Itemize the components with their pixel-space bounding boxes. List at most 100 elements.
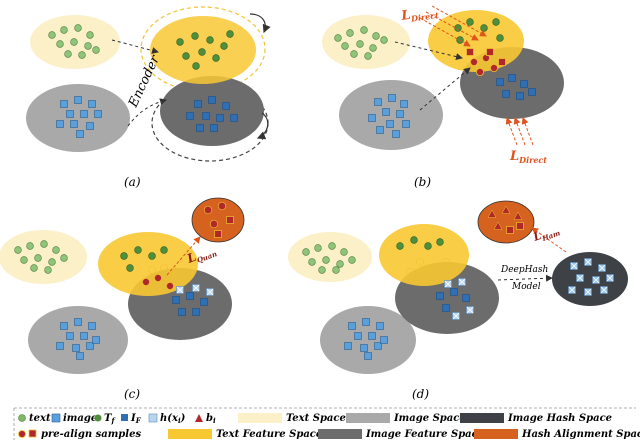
image-space-ellipse (320, 306, 416, 374)
legend-text-space-swatch (238, 413, 282, 423)
dot (336, 260, 344, 268)
square (368, 114, 376, 122)
legend-tf-dot (94, 414, 102, 422)
square (200, 298, 208, 306)
legend-image-space-swatch (346, 413, 390, 423)
square (86, 122, 94, 130)
dot (396, 242, 404, 250)
image-feature-squares (172, 284, 214, 316)
hash-outline (173, 271, 182, 280)
square (76, 352, 84, 360)
dot (380, 36, 388, 44)
square (186, 292, 194, 300)
legend-image-square (51, 413, 61, 423)
text-dots (334, 26, 388, 60)
square (344, 342, 352, 350)
text-feature-dots (454, 18, 504, 44)
square (202, 112, 210, 120)
pre-align-samples (141, 263, 182, 290)
square (442, 304, 450, 312)
image-hash-codes (568, 258, 614, 296)
panel-d: DeepHash Model LHam (d) (288, 200, 628, 401)
square (74, 96, 82, 104)
dot (212, 54, 220, 62)
dot (492, 18, 500, 26)
loss-ham: LHam (531, 223, 562, 246)
square (72, 344, 80, 352)
dot (30, 264, 38, 272)
dot (182, 52, 190, 60)
hash-cross (570, 262, 578, 270)
square (60, 322, 68, 330)
square (392, 130, 400, 138)
hash-cross (452, 312, 460, 320)
square (374, 98, 382, 106)
prealign-dot (469, 58, 478, 67)
legend-hx-square (148, 413, 158, 423)
square (210, 124, 218, 132)
triangle (487, 209, 497, 218)
text-feature-dots (176, 30, 234, 70)
legend-text-feature-space-label: Text Feature Space (216, 429, 322, 440)
loop-arrow-bottom (256, 112, 269, 140)
dot (369, 44, 377, 52)
triangle (501, 205, 511, 214)
dot (40, 240, 48, 248)
image-feature-squares (186, 96, 238, 132)
dot (26, 242, 34, 250)
square (388, 94, 396, 102)
hash-square (506, 226, 514, 234)
dot (48, 31, 56, 39)
dot (34, 254, 42, 262)
deephash-model-line1: DeepHash (500, 265, 548, 275)
triangle (493, 221, 503, 230)
square (364, 352, 372, 360)
square (376, 126, 384, 134)
ham-loss-arrow (531, 227, 567, 253)
dot (360, 26, 368, 34)
legend-image-feature-space-swatch (318, 429, 362, 439)
square (402, 120, 410, 128)
text-dots (302, 242, 356, 274)
square (208, 96, 216, 104)
dot (466, 18, 474, 26)
square (192, 308, 200, 316)
dot (410, 236, 418, 244)
square (92, 336, 100, 344)
legend-hx-label: h(xi) (160, 413, 186, 425)
panel-a: Encoder (a) (26, 6, 271, 189)
legend-image-hash-space-swatch (460, 413, 504, 423)
panel-b: LDirect LDirect (b) (322, 5, 564, 189)
text-feature-space-ellipse (428, 10, 524, 72)
square (382, 108, 390, 116)
legend-bi-triangle (195, 414, 203, 422)
square (496, 78, 504, 86)
image-squares (56, 96, 102, 138)
dot (64, 50, 72, 58)
hash-outline (441, 257, 450, 266)
square (80, 110, 88, 118)
dot (20, 256, 28, 264)
dot (346, 29, 354, 37)
square (66, 332, 74, 340)
hash-cross (206, 288, 214, 296)
prealign-dot (153, 273, 162, 282)
square (60, 100, 68, 108)
legend-image-space-label: Image Space (393, 413, 466, 424)
legend-hash-alignment-space-swatch (474, 429, 518, 439)
hash-cross (458, 278, 466, 286)
square (86, 342, 94, 350)
hash-symbols (203, 201, 234, 238)
square (400, 100, 408, 108)
dot (356, 40, 364, 48)
square (66, 110, 74, 118)
legend-text-label: text (29, 413, 51, 424)
legend-if-label: IF (130, 413, 142, 425)
dot (60, 26, 68, 34)
dot (454, 24, 462, 32)
legend-prealign-label: pre-align samples (41, 429, 141, 440)
dot (44, 266, 52, 274)
dot (192, 62, 200, 70)
hash-dot (217, 201, 227, 211)
dot (56, 40, 64, 48)
